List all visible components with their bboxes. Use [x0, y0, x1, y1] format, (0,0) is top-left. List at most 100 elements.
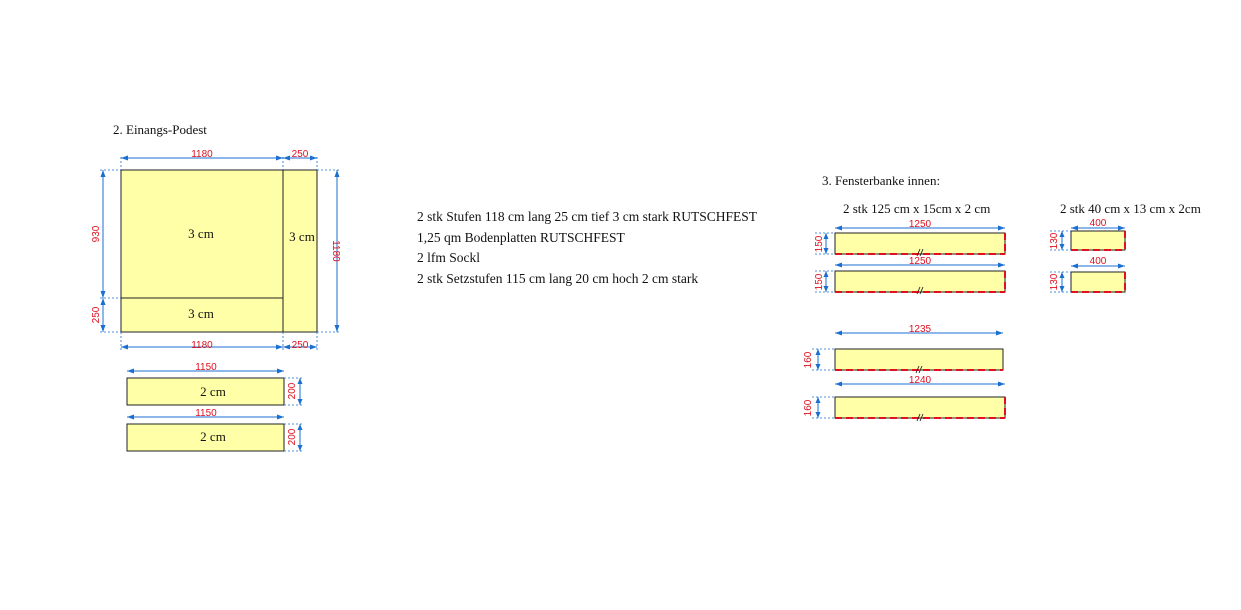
- note-line: 1,25 qm Bodenplatten RUTSCHFEST: [417, 230, 626, 245]
- podest-main-panel: [120, 169, 284, 299]
- dim-arrow: [310, 155, 317, 161]
- dim-sill6-width: 1240: [909, 375, 932, 386]
- dim-arrow: [121, 344, 128, 350]
- podest-main-label: 3 cm: [188, 226, 214, 241]
- fenster-group-a-title: 2 stk 125 cm x 15cm x 2 cm: [843, 201, 990, 216]
- dim-bottom-right-width: 250: [292, 340, 309, 351]
- dim-arrow: [277, 414, 284, 420]
- dim-step1-width: 1150: [195, 362, 217, 373]
- dim-arrow: [1118, 263, 1125, 269]
- dim-arrow: [297, 378, 303, 384]
- dim-arrow: [127, 368, 134, 374]
- podest-bottom-label: 3 cm: [188, 306, 214, 321]
- hatch-mark: [916, 413, 921, 422]
- dim-arrow: [823, 233, 829, 239]
- sill1-panel: [834, 232, 1006, 255]
- dim-arrow: [1059, 272, 1065, 278]
- dim-sill5-width: 1235: [909, 324, 932, 335]
- dim-arrow: [835, 225, 842, 231]
- dim-top-left-width: 1180: [191, 149, 213, 160]
- dim-arrow: [1071, 225, 1078, 231]
- dim-arrow: [823, 286, 829, 292]
- dim-arrow: [1118, 225, 1125, 231]
- step2-panel: [126, 423, 285, 452]
- dim-sill2-height: 150: [814, 273, 825, 290]
- dim-left-upper-height: 930: [91, 225, 102, 242]
- dim-arrow: [276, 155, 283, 161]
- dim-arrow: [297, 445, 303, 451]
- dim-arrow: [1059, 231, 1065, 237]
- dim-arrow: [100, 325, 106, 332]
- fenster-title: 3. Fensterbanke innen:: [822, 173, 940, 188]
- hatch-mark: [919, 413, 924, 422]
- hatch-mark: [916, 248, 921, 257]
- dim-arrow: [297, 399, 303, 405]
- note-line: 2 stk Setzstufen 115 cm lang 20 cm hoch …: [417, 271, 698, 286]
- dim-arrow: [815, 349, 821, 355]
- dim-sill1-width: 1250: [909, 219, 932, 230]
- dim-arrow: [835, 381, 842, 387]
- podest-right-label: 3 cm: [289, 229, 315, 244]
- dim-arrow: [100, 298, 106, 305]
- dim-arrow: [121, 155, 128, 161]
- step2-label: 2 cm: [200, 429, 226, 444]
- dim-arrow: [334, 170, 340, 177]
- dim-arrow: [835, 330, 842, 336]
- dim-arrow: [815, 397, 821, 403]
- hatch-mark: [916, 286, 921, 295]
- dim-arrow: [277, 368, 284, 374]
- dim-sill5-height: 160: [803, 351, 814, 368]
- dim-top-right-width: 250: [292, 149, 309, 160]
- dim-step2-width: 1150: [195, 408, 217, 419]
- dim-arrow: [100, 291, 106, 298]
- dim-bottom-left-width: 1180: [191, 340, 213, 351]
- hatch-mark: [919, 286, 924, 295]
- sill6-panel: [834, 396, 1006, 419]
- dim-arrow: [100, 170, 106, 177]
- hatch-mark: [919, 248, 924, 257]
- dim-left-lower-height: 250: [91, 306, 102, 323]
- note-line: 2 stk Stufen 118 cm lang 25 cm tief 3 cm…: [417, 209, 758, 224]
- dim-sill3-width: 400: [1090, 218, 1107, 229]
- dim-sill2-width: 1250: [909, 256, 932, 267]
- dim-sill1-height: 150: [814, 235, 825, 252]
- dim-arrow: [1059, 244, 1065, 250]
- dim-step2-height: 200: [287, 428, 298, 445]
- dim-sill6-height: 160: [803, 399, 814, 416]
- dim-arrow: [310, 344, 317, 350]
- dim-arrow: [1071, 263, 1078, 269]
- dim-arrow: [998, 381, 1005, 387]
- dim-arrow: [998, 225, 1005, 231]
- dim-arrow: [127, 414, 134, 420]
- dim-arrow: [823, 271, 829, 277]
- dim-arrow: [815, 412, 821, 418]
- dim-arrow: [283, 155, 290, 161]
- dim-arrow: [823, 248, 829, 254]
- podest-title: 2. Einangs-Podest: [113, 122, 207, 137]
- podest-bottom-panel: [120, 297, 284, 333]
- dim-arrow: [334, 325, 340, 332]
- hatch-mark: [915, 365, 920, 374]
- sill4-panel: [1070, 271, 1126, 293]
- podest-right-panel: [282, 169, 318, 333]
- dim-sill3-height: 130: [1049, 232, 1060, 249]
- dim-arrow: [276, 344, 283, 350]
- dim-sill4-width: 400: [1090, 256, 1107, 267]
- dim-step1-height: 200: [287, 382, 298, 399]
- step1-panel: [126, 377, 285, 406]
- dim-right-height: 1180: [330, 240, 341, 262]
- dim-arrow: [835, 262, 842, 268]
- fenster-group-b-title: 2 stk 40 cm x 13 cm x 2cm: [1060, 201, 1201, 216]
- hatch-mark: [918, 365, 923, 374]
- sill2-panel: [834, 270, 1006, 293]
- dim-arrow: [297, 424, 303, 430]
- note-line: 2 lfm Sockl: [417, 250, 480, 265]
- dim-arrow: [1059, 286, 1065, 292]
- step1-label: 2 cm: [200, 384, 226, 399]
- dim-sill4-height: 130: [1049, 273, 1060, 290]
- dim-arrow: [815, 364, 821, 370]
- sill3-panel: [1070, 230, 1126, 251]
- dim-arrow: [283, 344, 290, 350]
- dim-arrow: [996, 330, 1003, 336]
